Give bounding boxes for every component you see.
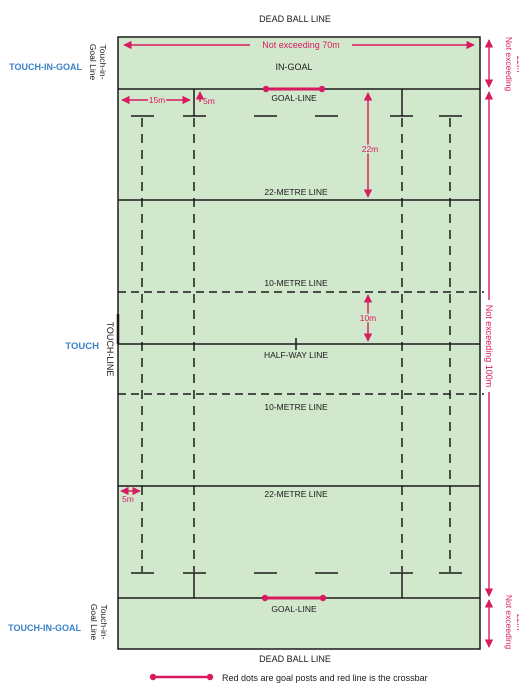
legend-text: Red dots are goal posts and red line is …: [222, 673, 428, 683]
bottom-in-goal-depth-label: Not exceeding 22m: [504, 595, 519, 650]
in-goal-depth-text: 22m: [515, 614, 519, 631]
legend-goal-post-dot: [149, 673, 157, 681]
10m-label: 10m: [360, 313, 377, 323]
dead-ball-line-bottom-label: DEAD BALL LINE: [259, 654, 331, 664]
touch-in-goal-line-bottom-label: Touch-in- Goal Line: [89, 604, 109, 641]
touch-line-label: TOUCH-LINE: [105, 322, 115, 377]
legend-goal-post-dot: [206, 673, 214, 681]
goal-post-dot: [319, 594, 327, 602]
touch-in-goal-line-top-label: Touch-in- Goal Line: [88, 44, 108, 81]
15m-label: 15m: [149, 95, 166, 105]
dead-ball-line-top-label: DEAD BALL LINE: [259, 14, 331, 24]
field-lines: [116, 88, 484, 599]
touch-in-goal-line-text: Touch-in-: [98, 45, 108, 80]
in-goal-depth-text: Not exceeding: [504, 595, 514, 650]
touch-in-goal-line-text: Touch-in-: [99, 605, 109, 640]
legend: Red dots are goal posts and red line is …: [149, 673, 428, 683]
top-in-goal-depth-label: Not exceeding 22m: [504, 37, 519, 92]
width-measurement: Not exceeding 70m: [262, 40, 340, 50]
goal-line-top-label: GOAL-LINE: [271, 93, 317, 103]
pitch-field: [117, 36, 481, 650]
touch-in-goal-bottom-label: TOUCH-IN-GOAL: [8, 623, 81, 633]
22-metre-line-bottom-label: 22-METRE LINE: [264, 489, 328, 499]
goal-post-dot: [261, 594, 269, 602]
measurement-arrows: [120, 39, 494, 648]
top-goal-posts: [262, 85, 326, 93]
touch-in-goal-top-label: TOUCH-IN-GOAL: [9, 62, 82, 72]
10-metre-line-bottom-label: 10-METRE LINE: [264, 402, 328, 412]
touch-label: TOUCH: [65, 341, 99, 352]
in-goal-depth-text: Not exceeding: [504, 37, 514, 92]
goal-post-dot: [262, 85, 270, 93]
goal-post-dot: [318, 85, 326, 93]
22m-label: 22m: [362, 144, 379, 154]
bottom-goal-posts: [261, 594, 327, 602]
length-measurement: Not exceeding 100m: [484, 305, 494, 388]
in-goal-depth-text: 22m: [515, 56, 519, 73]
5m-horizontal-label: 5m: [122, 494, 134, 504]
touch-in-goal-line-text: Goal Line: [89, 604, 99, 641]
goal-line-bottom-label: GOAL-LINE: [271, 604, 317, 614]
5m-vertical-label: 5m: [203, 96, 215, 106]
in-goal-label: IN-GOAL: [275, 62, 312, 72]
half-way-line-label: HALF-WAY LINE: [264, 350, 328, 360]
touch-in-goal-line-text: Goal Line: [88, 44, 98, 81]
10-metre-line-top-label: 10-METRE LINE: [264, 278, 328, 288]
22-metre-line-top-label: 22-METRE LINE: [264, 187, 328, 197]
